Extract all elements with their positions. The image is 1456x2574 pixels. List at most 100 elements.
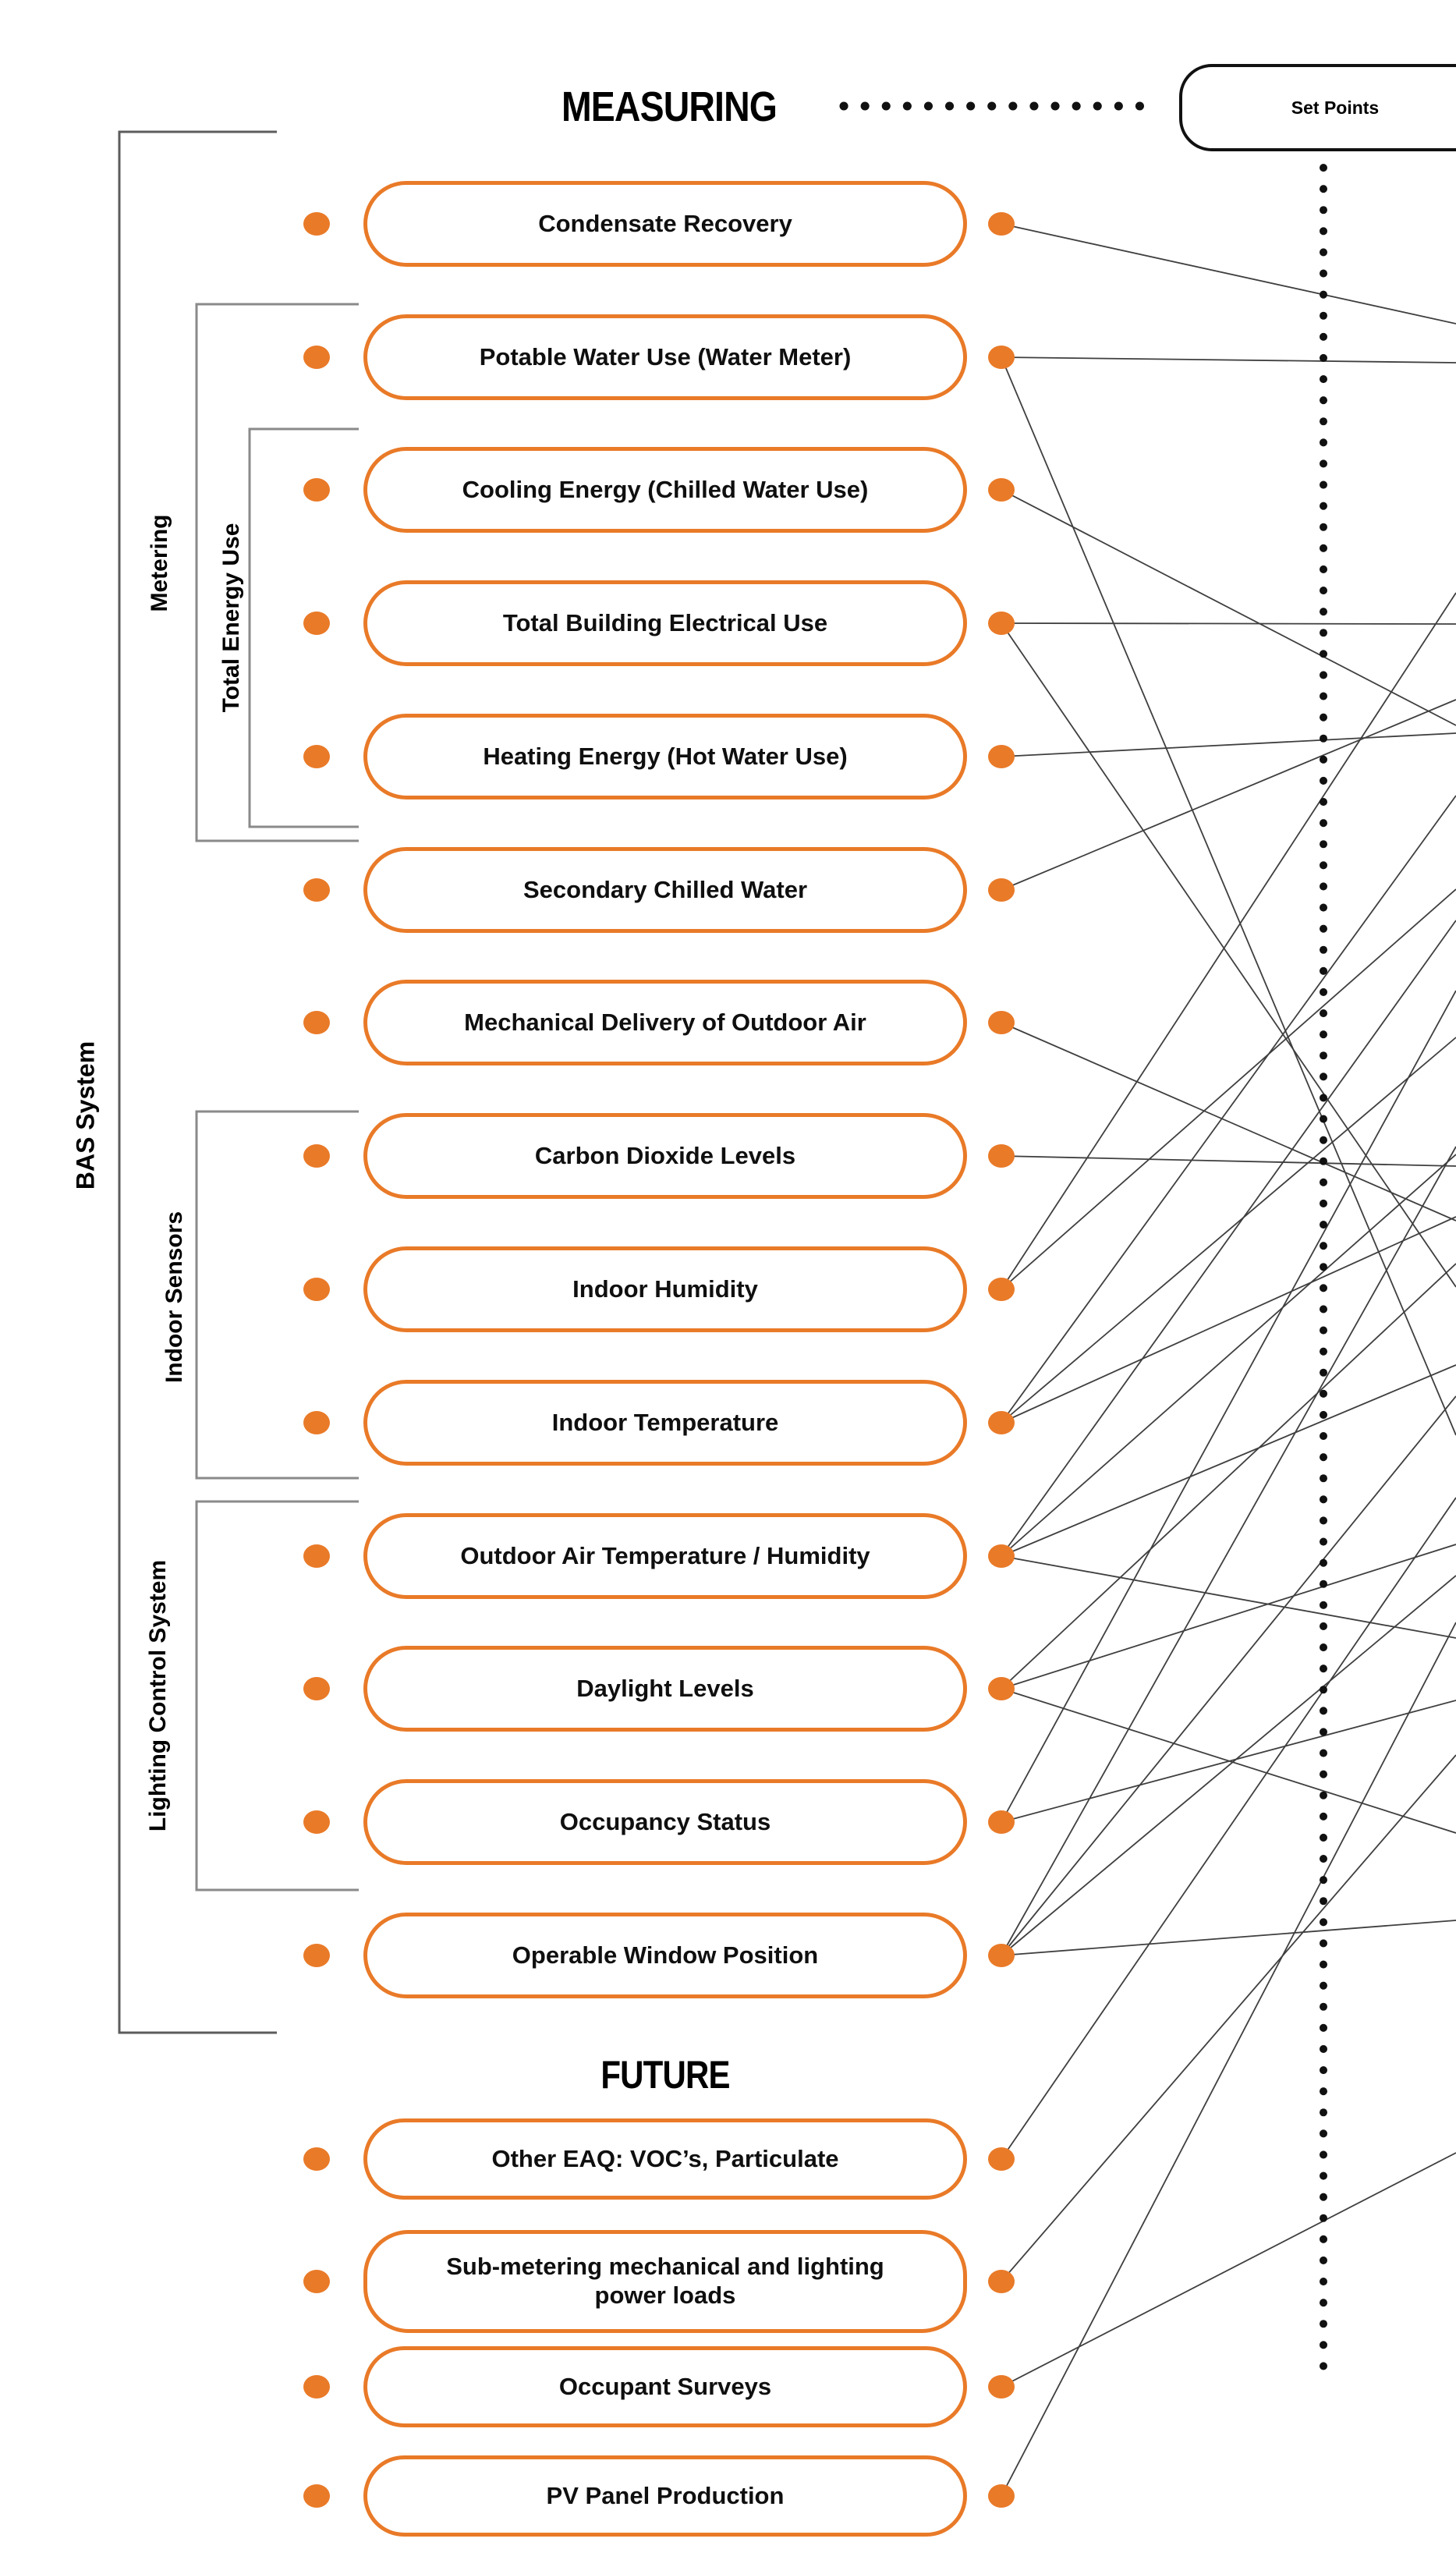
node-dot-left-mechanical-delivery-outdoor-air: [303, 1011, 330, 1034]
node-dot-left-heating-energy: [303, 745, 330, 768]
connection-line-other-eaq-vocs-particulate-0: [1001, 1497, 1456, 2160]
node-dot-right-cooling-energy: [988, 478, 1015, 502]
node-dot-left-occupant-surveys: [303, 2375, 330, 2398]
node-box-daylight-levels: Daylight Levels: [363, 1646, 967, 1732]
node-dot-right-total-building-electrical-use: [988, 612, 1015, 635]
node-box-indoor-humidity: Indoor Humidity: [363, 1246, 967, 1332]
node-label-carbon-dioxide-levels: Carbon Dioxide Levels: [534, 1141, 796, 1169]
node-label-condensate-recovery: Condensate Recovery: [538, 209, 792, 237]
node-label-secondary-chilled-water: Secondary Chilled Water: [523, 875, 808, 903]
connection-line-occupancy-status-1: [1001, 990, 1456, 1823]
connection-line-indoor-temperature-1: [1001, 795, 1456, 1424]
node-dot-left-indoor-temperature: [303, 1411, 330, 1434]
node-box-occupant-surveys: Occupant Surveys: [363, 2346, 967, 2427]
set-points-node: Set Points: [1179, 64, 1456, 151]
group-label-indoor-sensors: Indoor Sensors: [161, 1211, 187, 1384]
page-title: MEASURING: [561, 83, 778, 130]
node-dot-right-operable-window-position: [988, 1944, 1015, 1967]
node-box-indoor-temperature: Indoor Temperature: [363, 1380, 967, 1466]
connection-line-operable-window-position-1: [1001, 1395, 1456, 1956]
node-label-operable-window-position: Operable Window Position: [512, 1941, 819, 1969]
connection-line-operable-window-position-2: [1001, 1575, 1456, 1956]
node-label-indoor-humidity: Indoor Humidity: [572, 1275, 758, 1303]
node-label-occupant-surveys: Occupant Surveys: [558, 2372, 772, 2400]
node-dot-right-outdoor-air-temperature-humidity: [988, 1544, 1015, 1568]
group-bracket-indoor-sensors: [195, 1110, 359, 1480]
node-box-mechanical-delivery-outdoor-air: Mechanical Delivery of Outdoor Air: [363, 980, 967, 1065]
connection-line-indoor-temperature-2: [1001, 1216, 1456, 1424]
node-label-other-eaq-vocs-particulate: Other EAQ: VOC’s, Particulate: [491, 2144, 839, 2172]
node-dot-left-potable-water-use: [303, 346, 330, 369]
node-label-outdoor-air-temperature-humidity: Outdoor Air Temperature / Humidity: [460, 1541, 870, 1569]
node-label-cooling-energy: Cooling Energy (Chilled Water Use): [462, 475, 869, 503]
group-bracket-total-energy-use: [248, 427, 359, 828]
connection-line-sub-metering-power-loads-0: [1001, 1754, 1456, 2282]
group-label-total-energy-use: Total Energy Use: [218, 523, 244, 713]
node-box-occupancy-status: Occupancy Status: [363, 1779, 967, 1865]
node-dot-right-potable-water-use: [988, 346, 1015, 369]
node-dot-right-carbon-dioxide-levels: [988, 1144, 1015, 1168]
connection-line-indoor-temperature-0: [1001, 1037, 1456, 1424]
connection-line-occupancy-status-0: [1001, 1700, 1456, 1823]
connection-line-operable-window-position-3: [1001, 1920, 1456, 1956]
node-dot-left-operable-window-position: [303, 1944, 330, 1967]
node-box-pv-panel-production: PV Panel Production: [363, 2455, 967, 2537]
connection-line-total-building-electrical-use-0: [1001, 622, 1456, 625]
group-label-metering: Metering: [147, 514, 172, 612]
connection-line-occupant-surveys-0: [1001, 2152, 1456, 2388]
group-label-bas-system: BAS System: [71, 1041, 100, 1190]
connection-line-condensate-recovery-0: [1001, 223, 1456, 324]
node-box-secondary-chilled-water: Secondary Chilled Water: [363, 847, 967, 933]
node-dot-right-secondary-chilled-water: [988, 878, 1015, 902]
node-dot-left-total-building-electrical-use: [303, 612, 330, 635]
connection-line-cooling-energy-0: [1001, 489, 1456, 726]
connection-line-total-building-electrical-use-1: [1001, 622, 1456, 1288]
future-section-title: FUTURE: [600, 2053, 730, 2097]
connection-line-outdoor-air-temperature-humidity-3: [1001, 920, 1456, 1557]
connection-line-potable-water-use-1: [1001, 356, 1456, 1436]
node-dot-left-indoor-humidity: [303, 1278, 330, 1301]
node-label-pv-panel-production: PV Panel Production: [546, 2481, 785, 2509]
connection-line-outdoor-air-temperature-humidity-2: [1001, 1555, 1456, 1639]
node-dot-right-heating-energy: [988, 745, 1015, 768]
node-label-total-building-electrical-use: Total Building Electrical Use: [502, 608, 828, 636]
node-dot-left-outdoor-air-temperature-humidity: [303, 1544, 330, 1568]
node-box-cooling-energy: Cooling Energy (Chilled Water Use): [363, 447, 967, 533]
node-dot-right-occupancy-status: [988, 1810, 1015, 1834]
connection-line-operable-window-position-0: [1001, 1146, 1456, 1956]
node-dot-left-condensate-recovery: [303, 212, 330, 236]
node-box-carbon-dioxide-levels: Carbon Dioxide Levels: [363, 1113, 967, 1199]
connection-line-pv-panel-production-0: [1001, 1622, 1456, 2497]
node-dot-left-cooling-energy: [303, 478, 330, 502]
connection-line-indoor-humidity-1: [1001, 592, 1456, 1290]
group-bracket-metering: [195, 303, 359, 842]
node-label-heating-energy: Heating Energy (Hot Water Use): [483, 742, 848, 770]
node-dot-right-occupant-surveys: [988, 2375, 1015, 2398]
node-dot-right-pv-panel-production: [988, 2484, 1015, 2508]
connection-line-heating-energy-0: [1001, 732, 1456, 757]
set-points-label: Set Points: [1291, 97, 1380, 118]
connection-line-daylight-levels-0: [1001, 1263, 1456, 1689]
node-box-heating-energy: Heating Energy (Hot Water Use): [363, 714, 967, 800]
group-bracket-bas-system: [118, 130, 277, 2034]
node-label-occupancy-status: Occupancy Status: [559, 1807, 771, 1835]
connection-line-secondary-chilled-water-0: [1001, 699, 1456, 891]
node-label-daylight-levels: Daylight Levels: [576, 1674, 754, 1702]
node-box-total-building-electrical-use: Total Building Electrical Use: [363, 580, 967, 666]
connection-line-outdoor-air-temperature-humidity-0: [1001, 1154, 1456, 1557]
connection-line-mechanical-delivery-outdoor-air-0: [1001, 1022, 1456, 1221]
node-dot-right-daylight-levels: [988, 1677, 1015, 1700]
group-bracket-lighting-control-system: [195, 1500, 359, 1892]
node-dot-left-other-eaq-vocs-particulate: [303, 2147, 330, 2171]
connection-line-indoor-humidity-0: [1001, 888, 1456, 1290]
node-dot-left-carbon-dioxide-levels: [303, 1144, 330, 1168]
node-box-outdoor-air-temperature-humidity: Outdoor Air Temperature / Humidity: [363, 1513, 967, 1599]
connection-line-outdoor-air-temperature-humidity-1: [1001, 1364, 1456, 1557]
node-dot-right-other-eaq-vocs-particulate: [988, 2147, 1015, 2171]
node-dot-right-sub-metering-power-loads: [988, 2270, 1015, 2293]
node-label-potable-water-use: Potable Water Use (Water Meter): [479, 342, 852, 370]
node-box-condensate-recovery: Condensate Recovery: [363, 181, 967, 267]
node-label-mechanical-delivery-outdoor-air: Mechanical Delivery of Outdoor Air: [464, 1008, 866, 1036]
node-box-operable-window-position: Operable Window Position: [363, 1913, 967, 1998]
